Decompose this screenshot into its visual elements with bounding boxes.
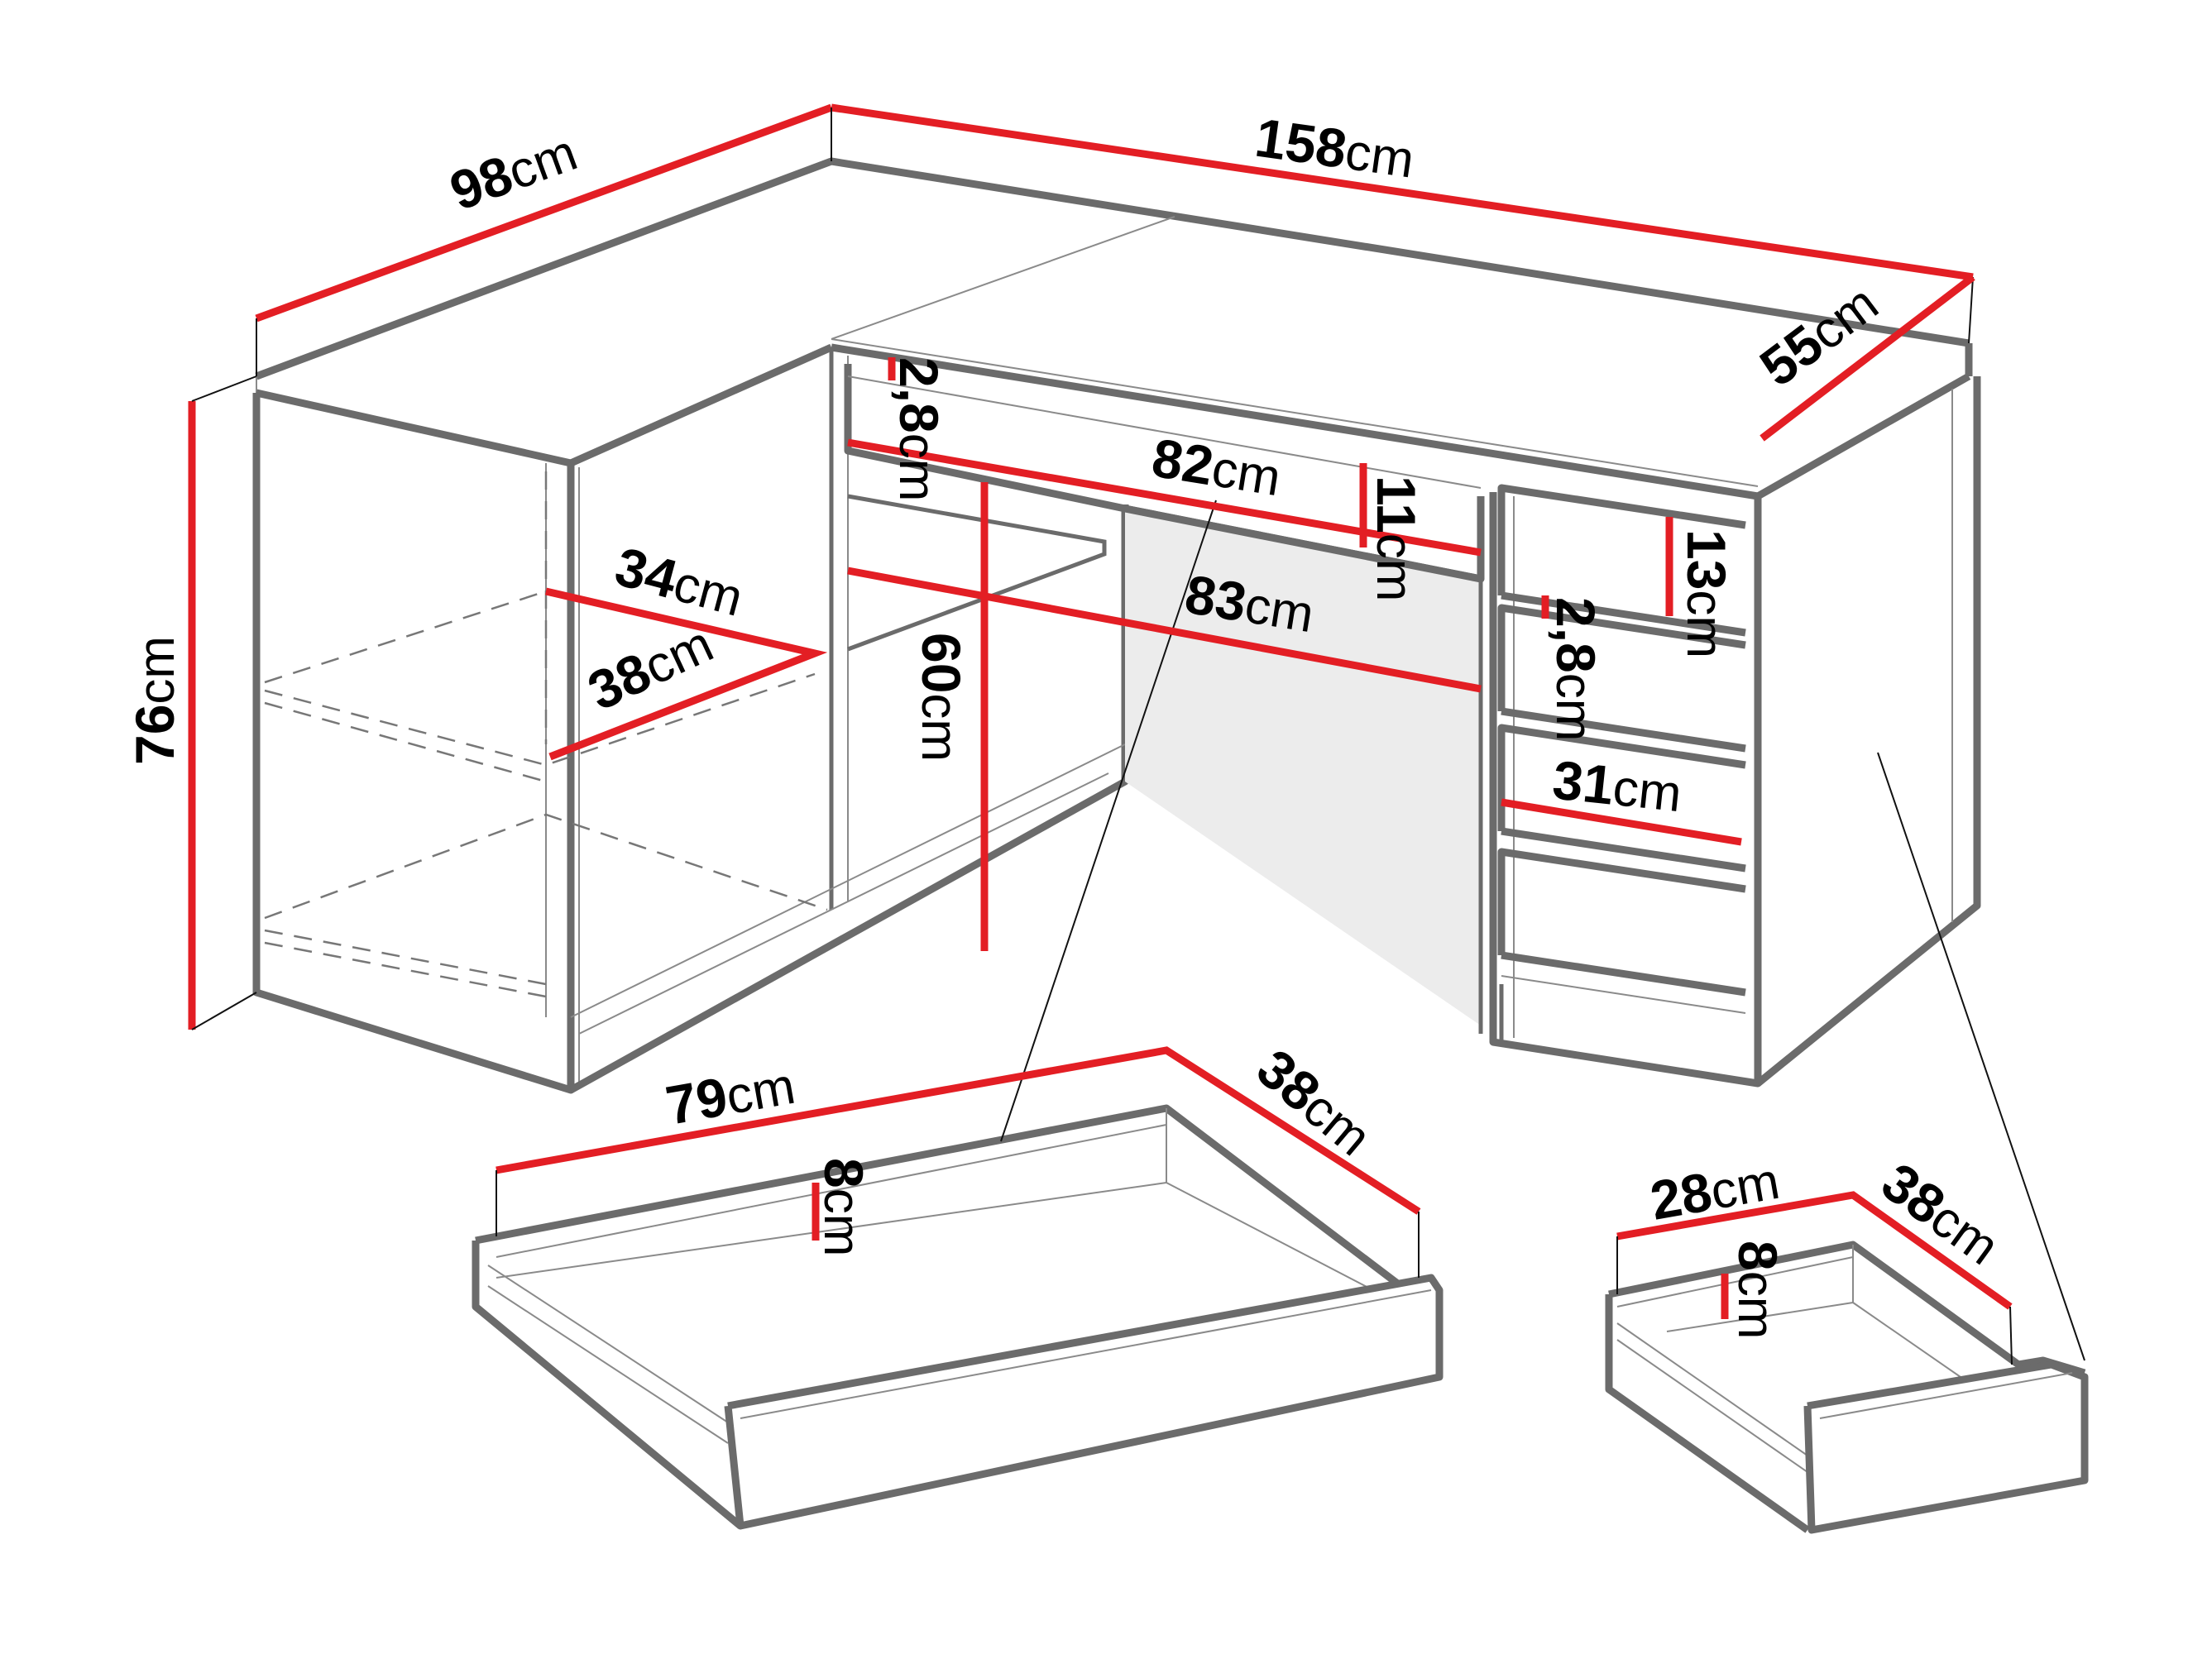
label-28: 28cm xyxy=(1646,1149,1784,1231)
pedestal-drawer-3 xyxy=(1497,724,1746,831)
dim-line-34-38 xyxy=(544,587,828,761)
dim-line-28-38 xyxy=(1616,1191,2013,1310)
hidden-shelf-lower xyxy=(264,813,828,920)
label-82: 82cm xyxy=(1148,427,1286,508)
label-76: 76cm xyxy=(124,636,185,765)
pedestal-drawer-2 xyxy=(1497,604,1746,711)
label-8-large-drawer: 8cm xyxy=(813,1158,874,1256)
dim-line-158 xyxy=(831,103,1974,281)
small-drawer-front xyxy=(1803,1360,2089,1534)
dim-line-79-38 xyxy=(496,1046,1421,1215)
pedestal-drawer-1 xyxy=(1497,484,1746,595)
label-2-8-top: 2,8cm xyxy=(888,357,950,501)
label-2-8-pedestal: 2,8cm xyxy=(1545,597,1606,741)
dim-line-31 xyxy=(1501,798,1742,846)
label-31: 31cm xyxy=(1550,748,1685,823)
label-83: 83cm xyxy=(1181,563,1319,644)
label-38-shelf: 38cm xyxy=(579,612,722,722)
small-drawer xyxy=(1605,1241,2089,1534)
label-8-small-drawer: 8cm xyxy=(1727,1241,1788,1339)
dim-line-55 xyxy=(1760,274,1975,442)
label-13: 13cm xyxy=(1676,529,1737,658)
label-79: 79cm xyxy=(662,1054,800,1136)
dimension-lines xyxy=(188,103,2013,1365)
large-drawer-leader xyxy=(1000,500,1217,1142)
dim-line-83 xyxy=(847,567,1482,693)
left-cabinet-outline xyxy=(252,393,575,1094)
dim-line-98 xyxy=(255,103,833,323)
right-pedestal-outline xyxy=(1489,492,1762,1088)
pedestal-drawer-4 xyxy=(1497,848,1746,955)
small-drawer-leader xyxy=(1877,752,2085,1361)
label-158: 158cm xyxy=(1252,107,1418,189)
large-drawer-front xyxy=(724,1274,1444,1530)
label-11: 11cm xyxy=(1366,476,1427,601)
dim-line-82 xyxy=(847,438,1482,557)
large-drawer xyxy=(472,1104,1444,1530)
label-60: 60cm xyxy=(911,633,972,762)
